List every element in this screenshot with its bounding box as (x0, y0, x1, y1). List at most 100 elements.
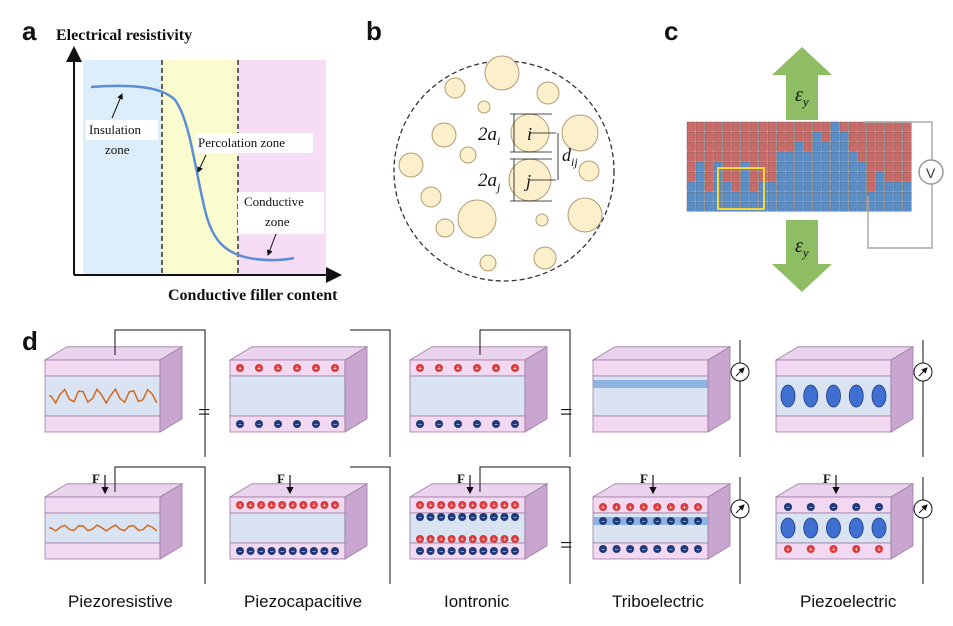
negative-charge (473, 420, 481, 428)
grid-cell-bottom (722, 201, 732, 212)
charge-sign: − (502, 515, 506, 522)
grid-cell-bottom (704, 191, 714, 202)
grid-cell-bottom (830, 181, 840, 192)
lead-wire (479, 466, 571, 584)
grid-cell-top (884, 121, 894, 132)
grid-cell-top (875, 131, 885, 142)
grid-cell-bottom (686, 201, 696, 212)
grid-cell-top (758, 141, 768, 152)
top-electrode (44, 496, 161, 514)
top-electrode (592, 359, 709, 377)
strain-label-top: εy (795, 84, 809, 109)
positive-charge (454, 364, 462, 372)
charge-sign: + (502, 537, 506, 544)
grid-cell-top (803, 121, 813, 132)
charge-sign: − (494, 422, 498, 429)
top-electrode (229, 359, 346, 377)
positive-charge (626, 503, 635, 511)
charge-sign: + (696, 505, 700, 512)
grid-cell-bottom (839, 171, 849, 182)
top-electrode (592, 496, 709, 514)
charge-sign: − (831, 505, 835, 512)
charge-sign: − (249, 549, 253, 556)
radius-i-label: 2ai (478, 124, 500, 148)
charge-sign: + (314, 366, 318, 373)
positive-charge (309, 501, 318, 509)
grid-cell-bottom (839, 181, 849, 192)
charge-sign: − (642, 547, 646, 554)
grid-cell-top (866, 141, 876, 152)
charge-sign: + (333, 503, 337, 510)
percolation-pointer (197, 154, 207, 173)
grid-cell-top (749, 141, 759, 152)
side-face (890, 346, 914, 433)
grid-cell-bottom (821, 201, 831, 212)
grid-cell-bottom (857, 191, 867, 202)
positive-charge (288, 501, 297, 509)
positive-charge (852, 545, 861, 553)
positive-charge (331, 501, 339, 509)
grid-cell-top (722, 161, 732, 172)
grid-cell-top (902, 151, 912, 162)
strain-arrow-down (772, 220, 832, 292)
bottom-electrode (229, 415, 346, 433)
charge-sign: − (481, 515, 485, 522)
grid-cell-top (848, 131, 858, 142)
grid-cell-top (803, 131, 813, 142)
negative-charge (458, 547, 467, 555)
positive-charge (694, 503, 702, 511)
positive-charge (320, 501, 329, 509)
grid-cell-top (884, 171, 894, 182)
charge-sign: − (429, 515, 433, 522)
negative-charge (426, 513, 435, 521)
charge-sign: − (429, 549, 433, 556)
negative-charge (468, 513, 477, 521)
grid-cell-top (767, 141, 777, 152)
charge-sign: − (450, 515, 454, 522)
grid-cell-bottom (767, 191, 777, 202)
grid-cell-bottom (830, 121, 840, 132)
grid-cell-bottom (857, 181, 867, 192)
grid-cell-top (875, 121, 885, 132)
grid-cell-top (902, 161, 912, 172)
grid-cell-top (893, 151, 903, 162)
positive-charge (511, 535, 519, 543)
side-face (890, 483, 914, 560)
grid-cell-top (740, 121, 750, 132)
grid-cell-top (686, 171, 696, 182)
charge-sign: − (238, 422, 242, 429)
charge-sign: − (280, 549, 284, 556)
grid-cell-bottom (695, 191, 705, 202)
grid-cell-top (875, 141, 885, 152)
positive-charge (426, 501, 435, 509)
charge-sign: + (492, 503, 496, 510)
grid-cell-bottom (839, 191, 849, 202)
positive-charge (257, 501, 266, 509)
charge-sign: − (259, 549, 263, 556)
charge-sign: + (450, 503, 454, 510)
charge-sign: + (475, 366, 479, 373)
triboelectric-layer (593, 380, 708, 388)
grid-cell-bottom (740, 181, 750, 192)
charge-sign: − (696, 519, 700, 526)
electrode-top (43, 483, 184, 498)
x-axis-label: Conductive filler content (168, 287, 338, 304)
grid-cell-top (758, 151, 768, 162)
grid-cell-top (812, 121, 822, 132)
side-face (524, 346, 548, 433)
side-face (524, 483, 548, 560)
grid-cell-bottom (776, 161, 786, 172)
positive-charge (416, 364, 424, 372)
strain-arrow-up (772, 47, 832, 120)
grid-cell-bottom (902, 181, 912, 192)
positive-charge (437, 535, 446, 543)
charge-sign: − (439, 549, 443, 556)
negative-charge (511, 420, 519, 428)
negative-charge (293, 420, 301, 428)
electrode-top (43, 346, 184, 361)
electrode-top (408, 483, 549, 498)
charge-sign: + (276, 366, 280, 373)
grid-cell-bottom (695, 161, 705, 172)
grid-cell-top (866, 121, 876, 132)
